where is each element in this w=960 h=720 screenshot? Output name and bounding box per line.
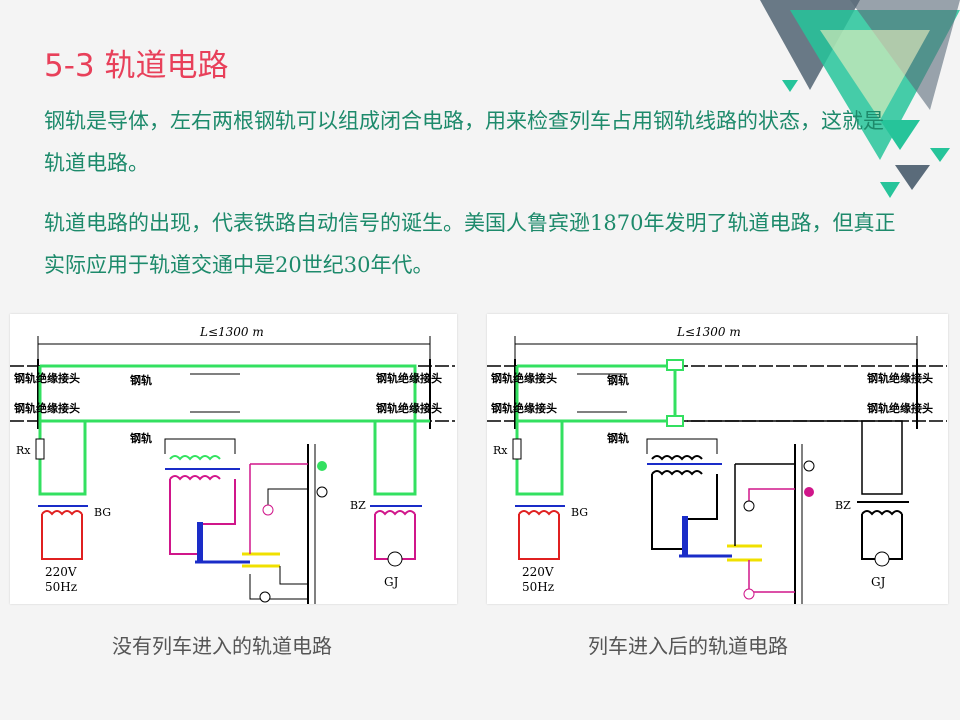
joint-label: 钢轨绝缘接头 [14,371,80,385]
bg-label: BG [94,506,111,519]
length-label: L≤1300 m [199,325,264,339]
bg-label: BG [571,506,588,519]
voltage-label: 220V [45,565,77,579]
joint-label: 钢轨绝缘接头 [376,401,442,415]
rail-label-top: 钢轨 [607,373,629,387]
length-label: L≤1300 m [676,325,741,339]
caption-train-entered: 列车进入后的轨道电路 [588,634,788,658]
bz-label: BZ [350,499,366,512]
joint-label: 钢轨绝缘接头 [14,401,80,415]
diagram-train-entered-svg: L≤1300 m 钢轨 钢轨 钢轨绝缘接头 钢轨绝缘接头 钢轨绝缘接头 钢轨绝缘… [487,325,947,604]
joint-label: 钢轨绝缘接头 [867,401,933,415]
bz-label: BZ [835,499,851,512]
gj-label: GJ [384,575,399,589]
voltage-label: 220V [522,565,554,579]
rail-label-bottom: 钢轨 [607,431,629,445]
diagram-no-train-svg: L≤1300 m 钢轨 钢轨 钢轨绝缘接头 钢轨绝缘接头 钢轨绝缘接头 钢轨绝缘… [10,325,455,604]
rail-label-top: 钢轨 [130,373,152,387]
decorative-triangles [760,0,960,198]
paragraph-history: 轨道电路的出现，代表铁路自动信号的诞生。美国人鲁宾逊1870年发明了轨道电路，但… [44,211,896,277]
diagram-no-train: L≤1300 m 钢轨 钢轨 钢轨绝缘接头 钢轨绝缘接头 钢轨绝缘接头 钢轨绝缘… [10,314,457,604]
joint-label: 钢轨绝缘接头 [491,371,557,385]
rail-label-bottom: 钢轨 [130,431,152,445]
diagram-train-entered: L≤1300 m 钢轨 钢轨 钢轨绝缘接头 钢轨绝缘接头 钢轨绝缘接头 钢轨绝缘… [487,314,948,604]
gj-label: GJ [871,575,886,589]
joint-label: 钢轨绝缘接头 [491,401,557,415]
paragraph-definition: 钢轨是导体，左右两根钢轨可以组成闭合电路，用来检查列车占用钢轨线路的状态，这就是… [44,109,884,175]
joint-label: 钢轨绝缘接头 [376,371,442,385]
rx-label: Rx [16,444,31,457]
joint-label: 钢轨绝缘接头 [867,371,933,385]
freq-label: 50Hz [45,580,77,594]
caption-no-train: 没有列车进入的轨道电路 [112,634,332,658]
freq-label: 50Hz [522,580,554,594]
rx-label: Rx [493,444,508,457]
slide-title: 5-3 轨道电路 [44,48,229,84]
